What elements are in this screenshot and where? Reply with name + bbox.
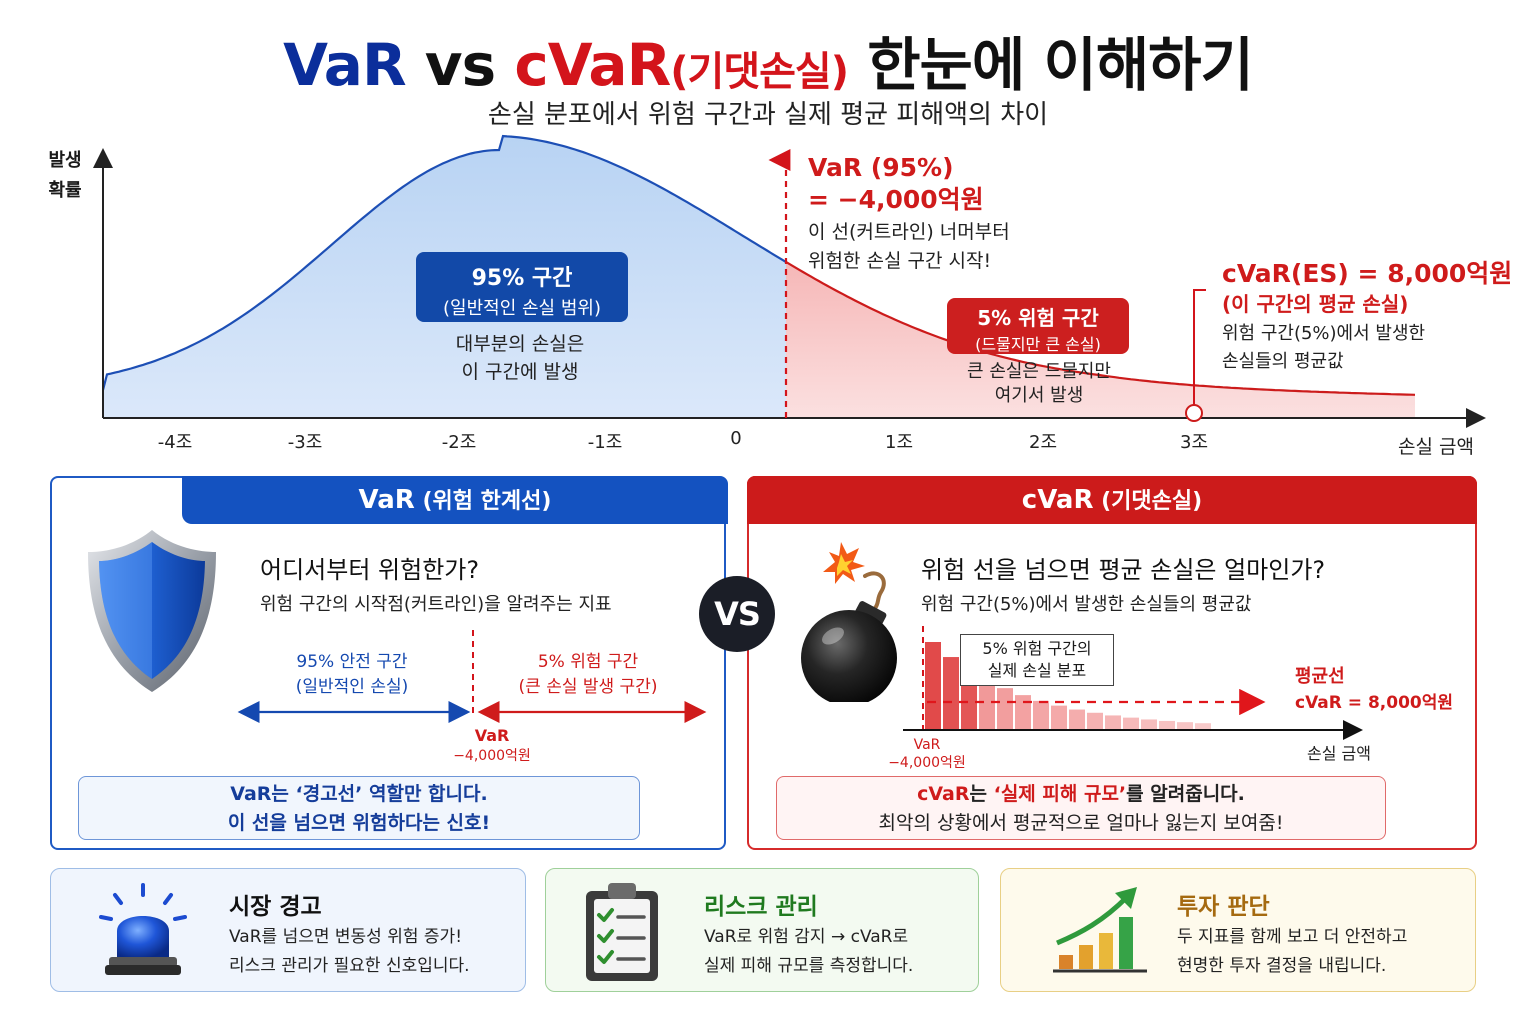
cvar-bracket-line: [1193, 289, 1206, 410]
card-description: VaR로 위험 감지 → cVaR로 실제 피해 규모를 측정합니다.: [704, 927, 914, 976]
shield-icon: [88, 530, 216, 692]
card-risk-management: 리스크 관리 VaR로 위험 감지 → cVaR로 실제 피해 규모를 측정합니…: [545, 868, 979, 992]
title-cvar-korean: (기댓손실): [670, 49, 849, 95]
card-description: VaR를 넘으면 변동성 위험 증가! 리스크 관리가 필요한 신호입니다.: [229, 927, 470, 976]
risk-zone-note: 큰 손실은 드물지만 여기서 발생: [967, 361, 1111, 406]
var-panel-header: VaR (위험 한계선): [182, 476, 728, 524]
vs-badge: VS: [699, 576, 775, 652]
x-tick-label: -2조: [441, 432, 477, 453]
x-tick-label: 0: [730, 428, 742, 449]
normal-zone-note: 대부분의 손실은 이 구간에 발생: [455, 333, 585, 383]
var-range-diagram: [237, 630, 707, 723]
clipboard-checklist-icon: [586, 883, 658, 981]
card-title: 시장 경고: [229, 894, 322, 920]
x-axis-label: 손실 금액: [1398, 436, 1474, 458]
x-tick-label: -4조: [157, 432, 193, 453]
tail-bar: [1015, 695, 1031, 730]
var-question: 어디서부터 위험한가?: [260, 556, 480, 584]
card-investment-decision: 투자 판단 두 지표를 함께 보고 더 안전하고 현명한 투자 결정을 내립니다…: [1000, 868, 1476, 992]
safe-zone-label: 95% 안전 구간 (일반적인 손실): [295, 652, 409, 697]
x-tick-label: 2조: [1028, 432, 1058, 453]
tail-bar: [997, 688, 1013, 730]
card-title: 리스크 관리: [704, 894, 818, 920]
tail-bar: [1087, 712, 1103, 730]
card-market-warning: 시장 경고 VaR를 넘으면 변동성 위험 증가! 리스크 관리가 필요한 신호…: [50, 868, 526, 992]
risk-zone-badge: 5% 위험 구간 (드물지만 큰 손실): [947, 298, 1129, 354]
tail-bar: [979, 679, 995, 730]
title-cvar: cVaR: [514, 31, 671, 99]
var-description: 이 선(커트라인) 너머부터 위험한 손실 구간 시작!: [808, 221, 1010, 272]
siren-icon: [99, 883, 187, 975]
curve-normal-line: [101, 134, 787, 391]
tail-bar: [1033, 700, 1049, 730]
bomb-icon: [801, 542, 897, 702]
x-tick-label: -3조: [287, 432, 323, 453]
risk-zone-label: 5% 위험 구간 (큰 손실 발생 구간): [518, 652, 658, 697]
var-marker-label: VaR −4,000억원: [453, 726, 531, 764]
card-description: 두 지표를 함께 보고 더 안전하고 현명한 투자 결정을 내립니다.: [1177, 927, 1408, 976]
tail-bar: [925, 642, 941, 730]
x-tick-label: -1조: [587, 432, 623, 453]
cvar-point: [1185, 404, 1203, 422]
tail-bar: [1177, 722, 1193, 730]
cvar-description: 위험 구간(5%)에서 발생한 손실들의 평균값: [1222, 323, 1426, 372]
curve-tail-line: [785, 261, 1416, 396]
var-question-desc: 위험 구간의 시작점(커트라인)을 알려주는 지표: [260, 594, 612, 615]
y-axis-label: 발생 확률: [48, 150, 82, 201]
tail-bar: [1159, 720, 1175, 730]
title-var: VaR: [283, 31, 407, 99]
card-title: 투자 판단: [1177, 894, 1270, 920]
tail-bar: [1123, 717, 1139, 730]
cvar-question: 위험 선을 넘으면 평균 손실은 얼마인가?: [921, 556, 1326, 584]
tail-bar: [1105, 715, 1121, 730]
x-tick-label: 1조: [884, 432, 914, 453]
cvar-var-marker-label: VaR −4,000억원: [888, 737, 966, 771]
growth-chart-icon: [1053, 887, 1147, 973]
var-value-label: VaR (95%) = −4,000억원: [808, 153, 984, 214]
tail-bar: [1069, 709, 1085, 730]
risk-zone-area: [786, 262, 1415, 418]
cvar-callout: cVaR는 ‘실제 피해 규모’를 알려줍니다. 최악의 상황에서 평균적으로 …: [776, 776, 1386, 840]
tail-bar: [1195, 723, 1211, 730]
page-title: VaR vs cVaR(기댓손실) 한눈에 이해하기: [0, 18, 1536, 102]
title-suffix: 한눈에 이해하기: [848, 31, 1254, 99]
tail-distribution-box: 5% 위험 구간의 실제 손실 분포: [960, 634, 1114, 686]
cvar-panel-header: cVaR (기댓손실): [747, 476, 1477, 524]
normal-zone-badge: 95% 구간 (일반적인 손실 범위): [416, 252, 628, 322]
x-tick-label: 3조: [1179, 432, 1209, 453]
cvar-axis-label: 손실 금액: [1307, 744, 1371, 763]
cvar-value-label: cVaR(ES) = 8,000억원: [1222, 259, 1513, 288]
cvar-sub-label: (이 구간의 평균 손실): [1222, 292, 1409, 316]
title-vs: vs: [405, 31, 515, 99]
tail-bar: [1051, 705, 1067, 730]
cvar-average-label: 평균선 cVaR = 8,000억원: [1295, 666, 1453, 713]
page-subtitle: 손실 분포에서 위험 구간과 실제 평균 피해액의 차이: [487, 100, 1049, 130]
cvar-question-desc: 위험 구간(5%)에서 발생한 손실들의 평균값: [921, 594, 1252, 615]
tail-bar: [1141, 719, 1157, 730]
tail-bar: [943, 657, 959, 730]
var-callout: VaR는 ‘경고선’ 역할만 합니다. 이 선을 넘으면 위험하다는 신호!: [78, 776, 640, 840]
